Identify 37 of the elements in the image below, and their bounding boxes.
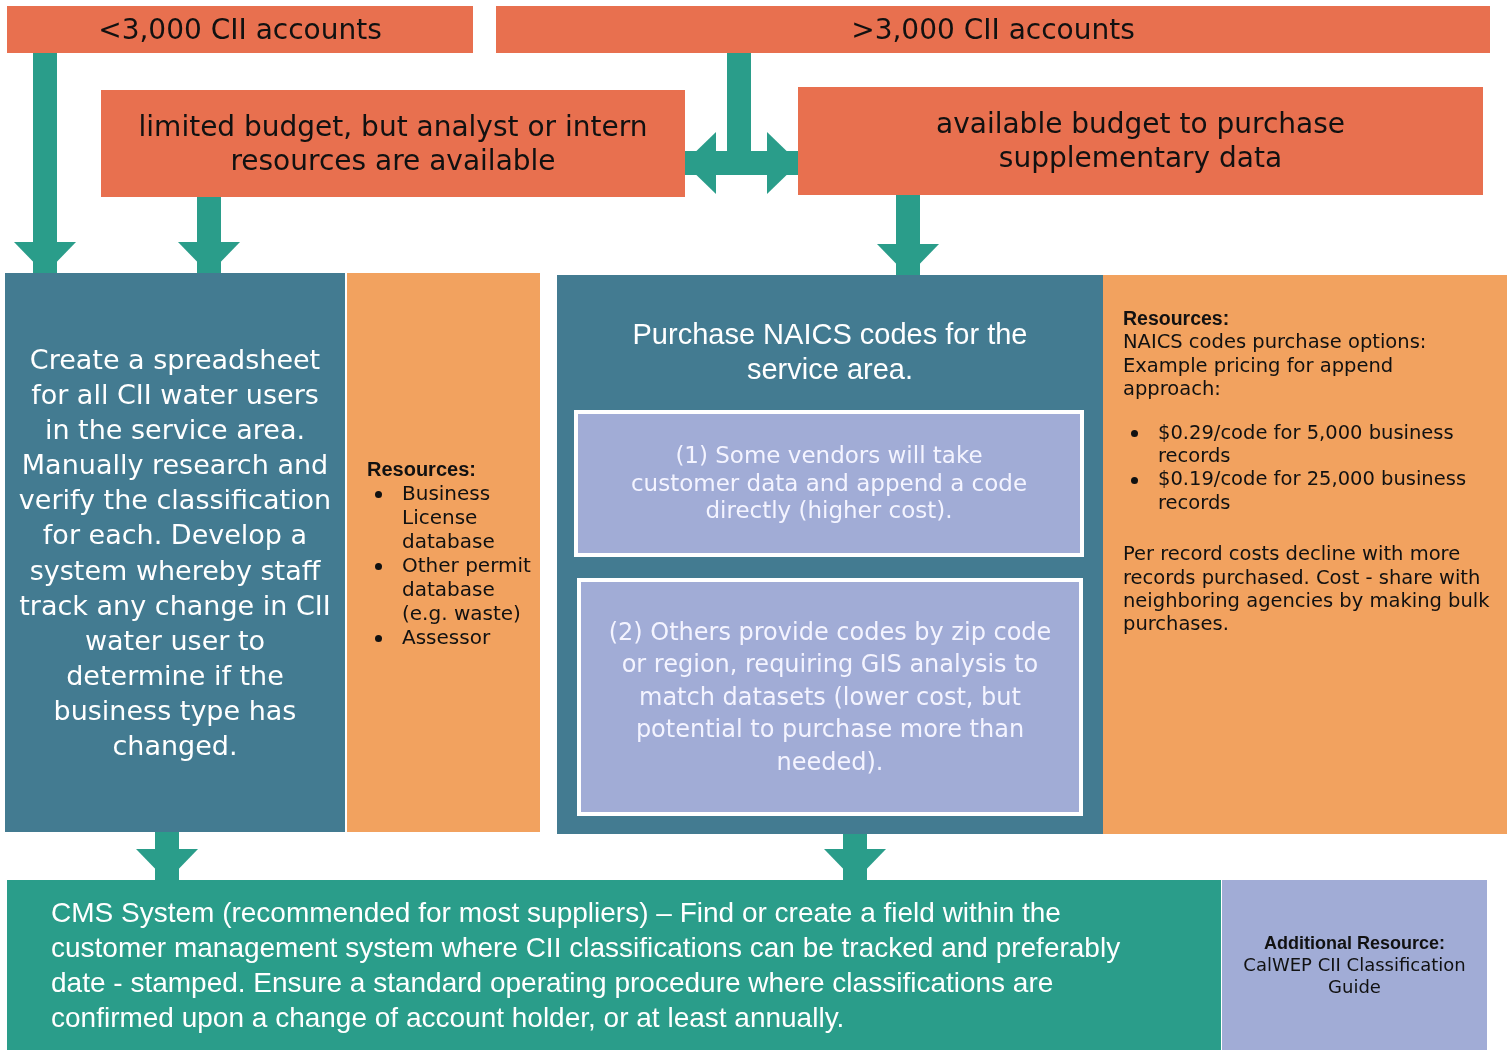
- body-text: Example pricing for append approach:: [1123, 353, 1395, 401]
- body-text: Per record costs decline with more records purchased. Cost - share with neighboring agencies by making bulk purchases.: [1123, 542, 1491, 636]
- process-box: [7, 880, 1221, 1050]
- resource-panel: [347, 273, 540, 832]
- option-box: [574, 410, 1084, 557]
- condition-box: [101, 90, 685, 197]
- process-panel: [557, 275, 1103, 834]
- resource-panel: [1103, 275, 1507, 834]
- body-text: limited budget, but analyst or intern resources are available: [137, 109, 649, 178]
- list-item: $0.29/code for 5,000 business records: [1158, 420, 1455, 468]
- heading-text: Resources:: [1123, 307, 1231, 331]
- body-text: CalWEP CII Classification Guide: [1242, 954, 1467, 998]
- condition-box: [496, 6, 1490, 53]
- body-text: (2) Others provide codes by zip code or region, requiring GIS analysis to match datasets (lower cost, but potential to purchase more than needed).: [607, 617, 1053, 778]
- process-box: [5, 273, 345, 832]
- arrow: [14, 53, 76, 274]
- heading-text: Additional Resource:: [1263, 932, 1446, 955]
- condition-box: [7, 6, 473, 53]
- arrow: [136, 832, 198, 881]
- body-text: NAICS codes purchase options:: [1123, 330, 1428, 354]
- arrow: [877, 195, 939, 276]
- arrow: [178, 197, 240, 274]
- body-text: Create a spreadsheet for all CII water users in the service area. Manually research and verify the classification for each. Develop a system whereby staff track any change in CII water user to determine if the business type has changed.: [17, 342, 333, 763]
- list-item: Business License database: [402, 480, 496, 553]
- body-text: available budget to purchase supplementary data: [935, 107, 1346, 175]
- body-text: >3,000 CII accounts: [850, 12, 1136, 47]
- list-item: $0.19/code for 25,000 business records: [1158, 467, 1468, 515]
- body-text: (1) Some vendors will take customer data and append a code directly (higher cost).: [629, 442, 1029, 525]
- body-text: CMS System (recommended for most suppliers) – Find or create a field within the customer management system where CII classifications can be tracked and preferably date - stamped. Ensure a standard operating procedure where classifications are confirmed upon a change of account holder, or at least annually.: [51, 896, 1122, 1035]
- condition-box: [798, 87, 1483, 195]
- body-text: Purchase NAICS codes for the service area.: [631, 317, 1029, 387]
- body-text: <3,000 CII accounts: [97, 12, 383, 47]
- resource-box: [1222, 880, 1487, 1050]
- heading-text: Resources:: [367, 456, 477, 481]
- list-item: Assessor: [402, 624, 491, 649]
- option-box: [577, 578, 1083, 816]
- list-item: Other permit database (e.g. waste): [402, 552, 532, 625]
